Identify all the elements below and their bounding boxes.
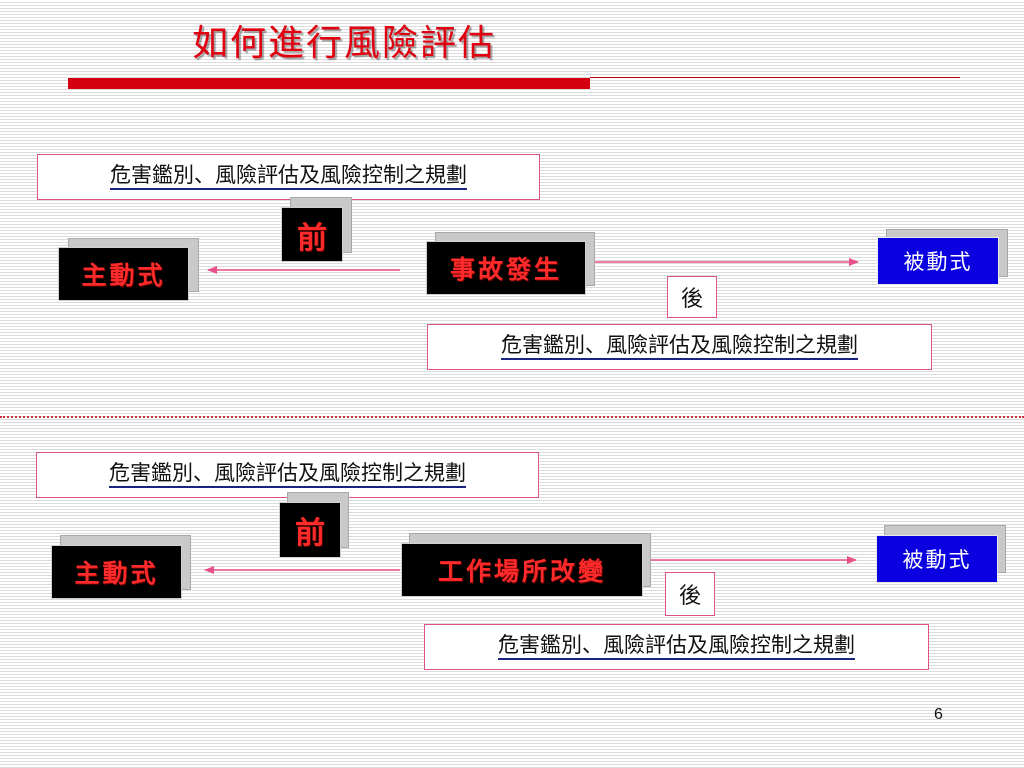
- active-box-1: 主動式: [58, 247, 189, 301]
- section-divider: [0, 416, 1024, 418]
- event-box-2: 工作場所改變: [401, 543, 643, 597]
- before-box-2: 前: [279, 502, 341, 558]
- event-box-1: 事故發生: [426, 241, 586, 295]
- planning-label-top-2: 危害鑑別、風險評估及風險控制之規劃: [36, 452, 539, 498]
- passive-box-1: 被動式: [877, 237, 999, 285]
- passive-box-2: 被動式: [876, 535, 998, 583]
- planning-label-bottom-1: 危害鑑別、風險評估及風險控制之規劃: [427, 324, 932, 370]
- slide-title: 如何進行風險評估: [192, 23, 497, 64]
- active-box-2: 主動式: [51, 545, 182, 599]
- title-underline-thick: [68, 78, 590, 89]
- page-number: 6: [934, 706, 943, 723]
- planning-label-top-1: 危害鑑別、風險評估及風險控制之規劃: [37, 154, 540, 200]
- title-underline-thin: [590, 77, 960, 78]
- planning-label-bottom-2: 危害鑑別、風險評估及風險控制之規劃: [424, 624, 929, 670]
- before-box-1: 前: [281, 207, 343, 262]
- after-box-2: 後: [665, 572, 715, 616]
- after-box-1: 後: [667, 276, 717, 318]
